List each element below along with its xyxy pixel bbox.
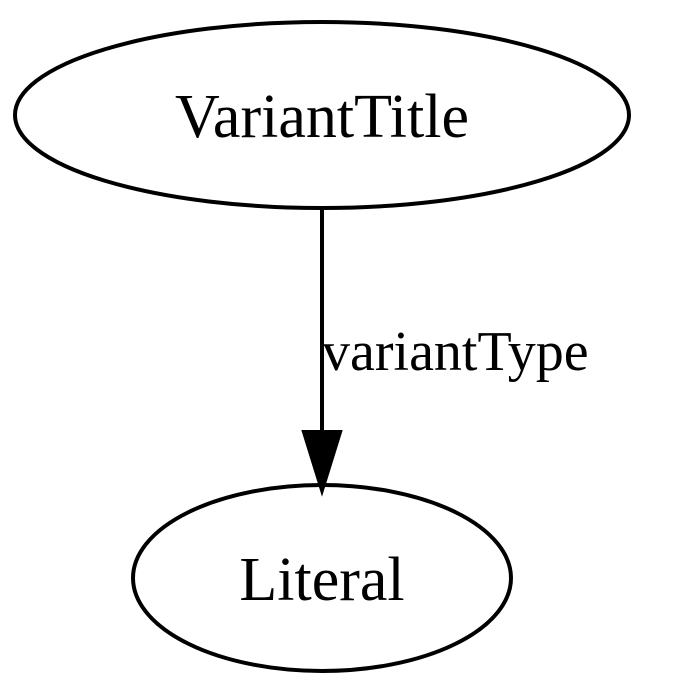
edge-label-varianttype: variantType (322, 321, 589, 383)
node-variant-title: VariantTitle (13, 20, 631, 210)
node-literal-shape (131, 483, 513, 673)
node-literal-label: Literal (239, 546, 404, 614)
edge-varianttitle-to-literal: variantType (301, 208, 589, 497)
node-literal: Literal (131, 483, 513, 673)
node-variant-title-label: VariantTitle (175, 83, 469, 151)
edge-arrowhead (301, 430, 343, 497)
